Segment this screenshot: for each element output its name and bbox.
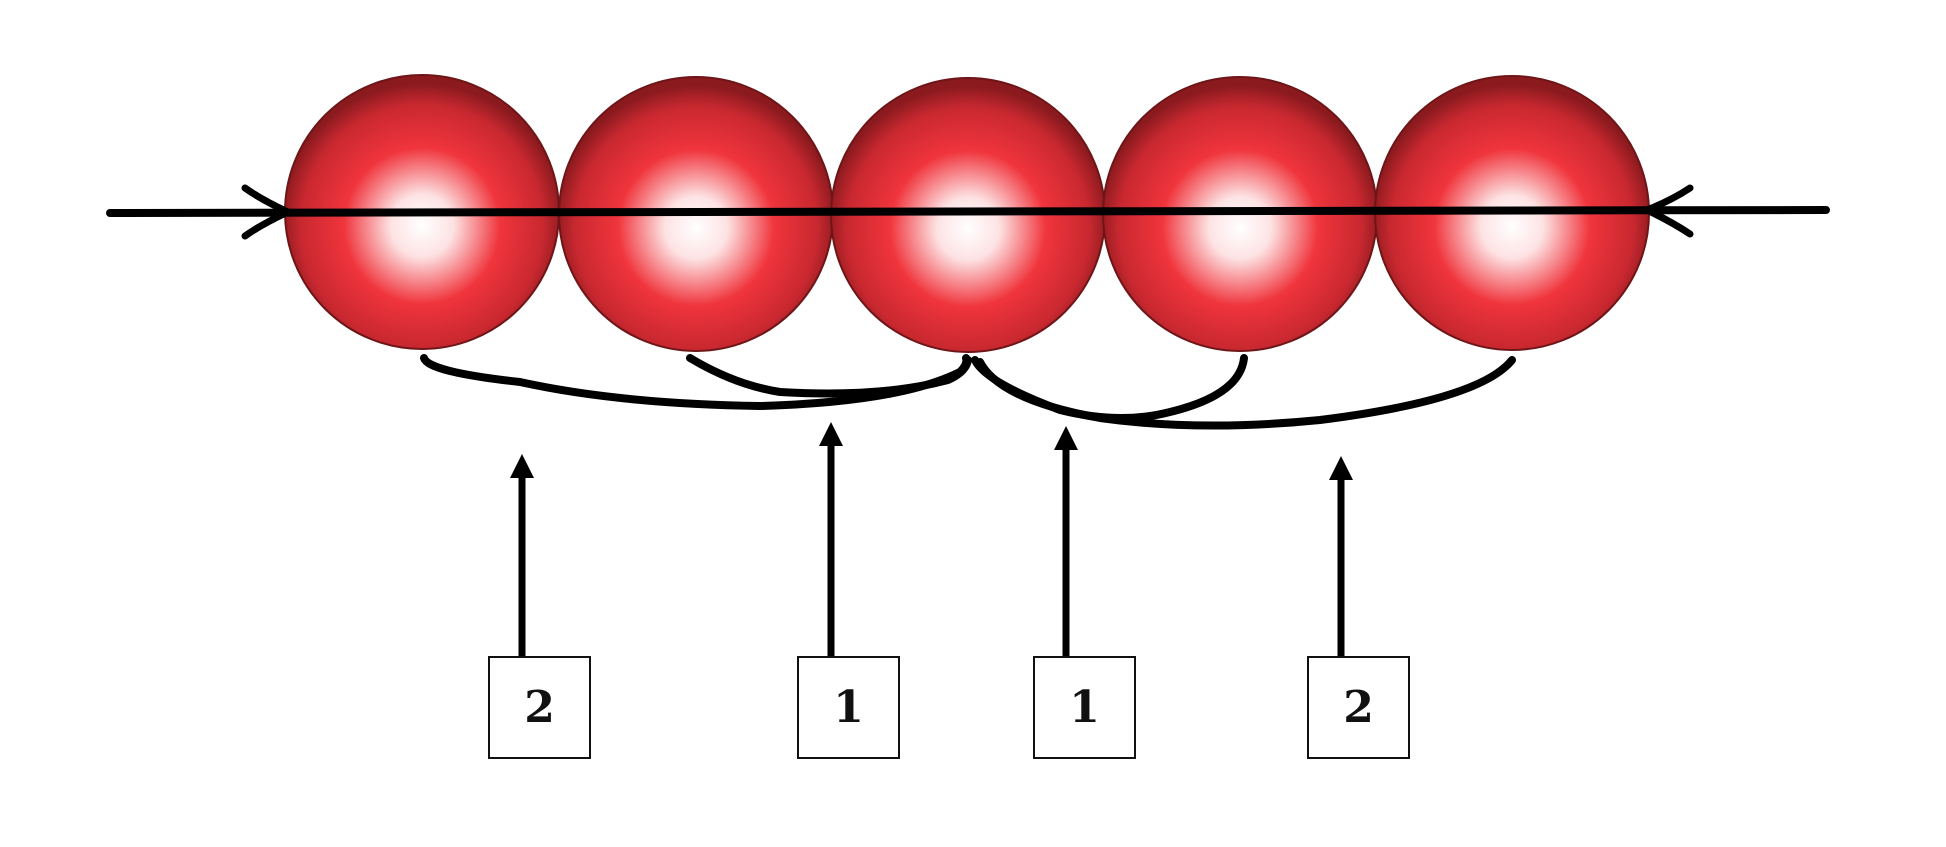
label-box-2: 1	[797, 656, 900, 759]
right-arrowhead	[1643, 184, 1694, 238]
label-box-1: 2	[488, 656, 591, 759]
label-box-4: 2	[1307, 656, 1410, 759]
label-2-text: 1	[833, 682, 864, 733]
string-line	[106, 206, 1830, 217]
label-1-text: 2	[524, 682, 555, 733]
arrow-3	[1054, 426, 1078, 656]
curve-ball2-to-center	[686, 354, 972, 398]
arrow-2	[819, 422, 843, 656]
arrow-4	[1329, 456, 1353, 656]
label-4-text: 2	[1343, 682, 1374, 733]
label-box-3: 1	[1033, 656, 1136, 759]
label-3-text: 1	[1069, 682, 1100, 733]
curve-center-to-ball5	[976, 356, 1516, 430]
connector-curves	[420, 354, 1516, 430]
pointer-arrows	[510, 422, 1353, 656]
curve-center-to-ball4	[971, 354, 1248, 423]
arrow-1	[510, 454, 534, 656]
left-arrowhead	[241, 184, 292, 240]
